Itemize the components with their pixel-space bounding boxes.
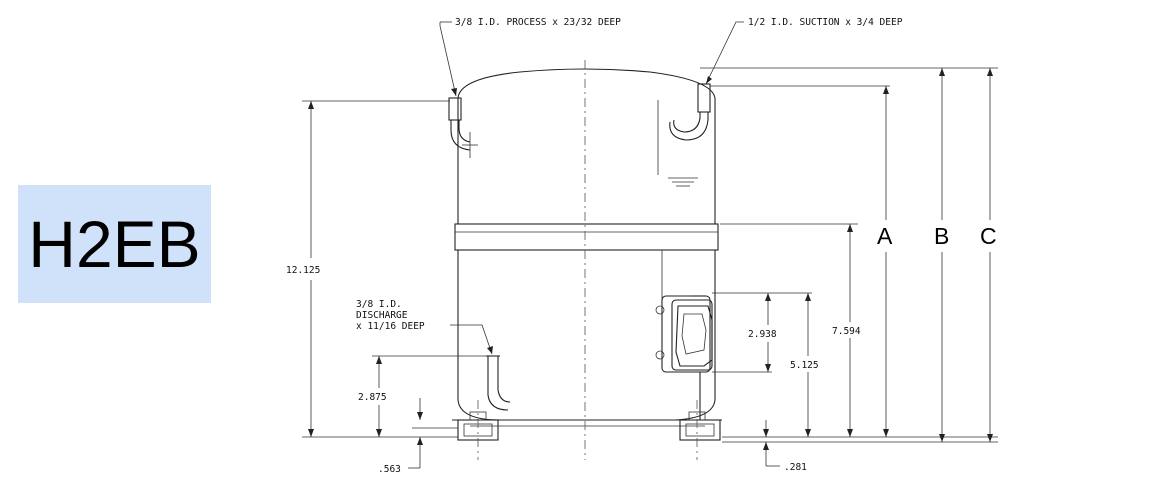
label-foot-right: .281 (784, 462, 807, 473)
foot-right (679, 400, 721, 460)
label-shell-joint: 7.594 (832, 326, 861, 337)
suction-tube (669, 83, 711, 141)
dim-c (987, 68, 993, 442)
label-discharge-height: 2.875 (358, 392, 387, 403)
dim-shell-joint (847, 224, 853, 437)
callout-discharge-1: 3/8 I.D. (356, 299, 402, 310)
leader-suction (705, 21, 744, 85)
foot-left (457, 400, 499, 460)
label-a: A (877, 223, 893, 249)
dim-foot-left (408, 398, 458, 469)
label-foot-left: .563 (378, 464, 401, 475)
leader-discharge (450, 324, 493, 355)
dim-terminal-box (765, 293, 771, 372)
label-b: B (934, 223, 949, 249)
model-badge: H2EB (18, 185, 211, 303)
callout-process: 3/8 I.D. PROCESS x 23/32 DEEP (455, 17, 621, 28)
model-label: H2EB (28, 207, 201, 281)
callout-suction: 1/2 I.D. SUCTION x 3/4 DEEP (748, 17, 903, 28)
callout-discharge-2: DISCHARGE (356, 310, 408, 321)
dim-a (883, 86, 889, 437)
dim-b (939, 68, 945, 442)
dim-overall-height (302, 100, 458, 438)
callout-discharge-3: x 11/16 DEEP (356, 321, 425, 332)
dim-foot-right (763, 420, 780, 467)
label-terminal-center: 5.125 (790, 360, 819, 371)
label-overall-height: 12.125 (286, 265, 320, 276)
label-terminal-box: 2.938 (748, 329, 777, 340)
process-tube (448, 97, 478, 158)
dim-discharge (372, 355, 486, 437)
terminal-box (655, 295, 713, 420)
dim-terminal-center (805, 293, 811, 437)
discharge-tube (486, 355, 511, 411)
label-c: C (980, 223, 997, 249)
leader-process (439, 21, 457, 97)
